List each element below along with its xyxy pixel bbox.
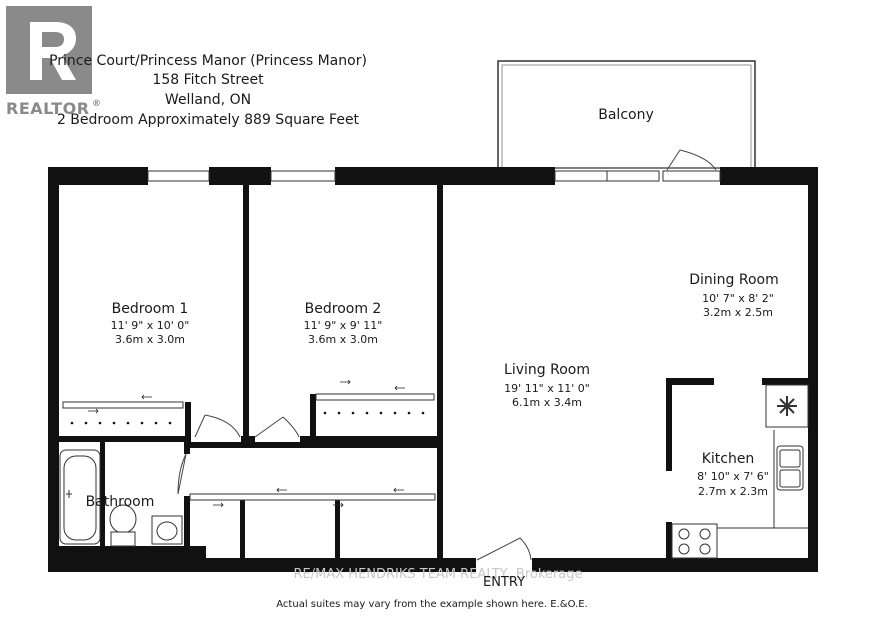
kitchen-sink-bowl-1 xyxy=(779,449,801,468)
fan-icon xyxy=(777,396,797,416)
stove-burner-2 xyxy=(699,528,711,540)
wall-top-mid-left xyxy=(209,167,271,185)
wall-bedroom2-bottom xyxy=(300,436,443,442)
wall-hall-closet-divider-1 xyxy=(240,500,245,558)
wall-bath-door-bottom xyxy=(184,496,190,550)
bathroom-name: Bathroom xyxy=(86,494,155,510)
wall-top-left xyxy=(48,167,148,185)
kitchen-sink-bowl-2 xyxy=(779,469,801,488)
balcony-label: Balcony xyxy=(598,107,654,123)
property-address: 158 Fitch Street xyxy=(152,72,264,88)
wall-bedroom2-living xyxy=(437,185,443,440)
bathroom-fixtures xyxy=(59,449,183,547)
kitchen-dim-metric: 2.7m x 2.3m xyxy=(698,485,768,498)
wall-between-bedrooms xyxy=(243,185,249,440)
wall-door-jamb-mid xyxy=(241,436,255,442)
closet-bedroom2-door xyxy=(315,393,435,401)
realtor-logo: REALTOR ® xyxy=(6,6,102,118)
wall-bathroom-right-top xyxy=(100,442,105,548)
wall-right xyxy=(808,167,818,572)
realtor-registered-mark: ® xyxy=(92,99,102,109)
brokerage-watermark: RE/MAX HENDRIKS TEAM REALTY, Brokerage xyxy=(294,567,583,582)
closets xyxy=(62,379,436,508)
balcony-inner-rail xyxy=(501,64,752,169)
door-bedroom1 xyxy=(194,414,241,438)
stove-burner-3 xyxy=(678,543,690,555)
kitchen-name: Kitchen xyxy=(702,451,755,467)
disclaimer-text: Actual suites may vary from the example … xyxy=(276,599,587,610)
window-bedroom1 xyxy=(147,170,210,182)
closet-bedroom1-door xyxy=(62,401,184,409)
bedroom1-name: Bedroom 1 xyxy=(112,301,189,317)
bathroom-sink-basin xyxy=(156,521,178,541)
window-bedroom2 xyxy=(270,170,336,182)
wall-kitchen-top-left xyxy=(666,378,714,385)
outer-walls xyxy=(48,167,818,572)
window-living-1 xyxy=(554,170,608,182)
closet-hall-doors xyxy=(189,493,436,501)
bedroom2-dim-imperial: 11' 9" x 9' 11" xyxy=(304,319,383,332)
wall-left xyxy=(48,167,59,572)
kitchen-dim-imperial: 8' 10" x 7' 6" xyxy=(697,470,769,483)
room-labels: Bedroom 1 11' 9" x 10' 0" 3.6m x 3.0m Be… xyxy=(86,272,779,510)
doors xyxy=(177,149,717,561)
wall-hall-closet-divider-2 xyxy=(335,500,340,558)
bedroom1-dim-imperial: 11' 9" x 10' 0" xyxy=(111,319,190,332)
bedroom2-name: Bedroom 2 xyxy=(305,301,382,317)
dining-room-name: Dining Room xyxy=(689,272,779,288)
stove-burner-4 xyxy=(699,543,711,555)
balcony: Balcony xyxy=(497,60,756,169)
kitchen-fixtures xyxy=(671,384,809,559)
bedroom2-dim-metric: 3.6m x 3.0m xyxy=(308,333,378,346)
window-living-2 xyxy=(606,170,660,182)
wall-bedroom1-closet-side xyxy=(185,402,191,442)
bedroom1-dim-metric: 3.6m x 3.0m xyxy=(115,333,185,346)
wall-bedroom2-closet-side xyxy=(310,394,316,442)
wall-bottom-left xyxy=(48,558,476,572)
wall-bath-door-top xyxy=(184,442,190,454)
bathtub-basin xyxy=(63,455,97,541)
property-header: Prince Court/Princess Manor (Princess Ma… xyxy=(49,53,367,128)
door-balcony xyxy=(666,149,717,171)
bathtub-tap-icon xyxy=(66,490,72,498)
wall-top-right xyxy=(720,167,818,185)
door-entry xyxy=(476,537,532,561)
dining-room-dim-imperial: 10' 7" x 8' 2" xyxy=(702,292,774,305)
windows xyxy=(147,170,721,182)
wall-top-mid xyxy=(335,167,555,185)
property-size: 2 Bedroom Approximately 889 Square Feet xyxy=(57,112,360,128)
realtor-r-icon xyxy=(30,22,76,80)
living-room-dim-metric: 6.1m x 3.4m xyxy=(512,396,582,409)
living-room-dim-imperial: 19' 11" x 11' 0" xyxy=(504,382,590,395)
wall-bathroom-bottom xyxy=(59,546,206,558)
window-dining xyxy=(662,170,721,182)
property-name: Prince Court/Princess Manor (Princess Ma… xyxy=(49,53,367,69)
property-city: Welland, ON xyxy=(165,92,251,108)
dining-room-dim-metric: 3.2m x 2.5m xyxy=(703,306,773,319)
entry-label: ENTRY xyxy=(483,575,525,590)
living-room-name: Living Room xyxy=(504,362,590,378)
door-bedroom2 xyxy=(254,416,300,438)
stove-burner-1 xyxy=(678,528,690,540)
stove-icon xyxy=(671,523,718,559)
wall-hall-closet-right xyxy=(437,442,443,558)
realtor-logo-text: REALTOR xyxy=(6,99,90,118)
wall-kitchen-left xyxy=(666,378,672,471)
wall-bedroom1-bottom xyxy=(59,436,191,442)
wall-kitchen-left-low xyxy=(666,522,672,558)
wall-bottom-right xyxy=(532,558,818,572)
range-hood-icon xyxy=(765,384,809,428)
wall-kitchen-top-right xyxy=(762,378,808,385)
wall-hall-top xyxy=(190,442,443,448)
interior-walls xyxy=(59,185,808,558)
toilet-tank xyxy=(110,531,136,547)
door-bathroom xyxy=(177,453,187,495)
